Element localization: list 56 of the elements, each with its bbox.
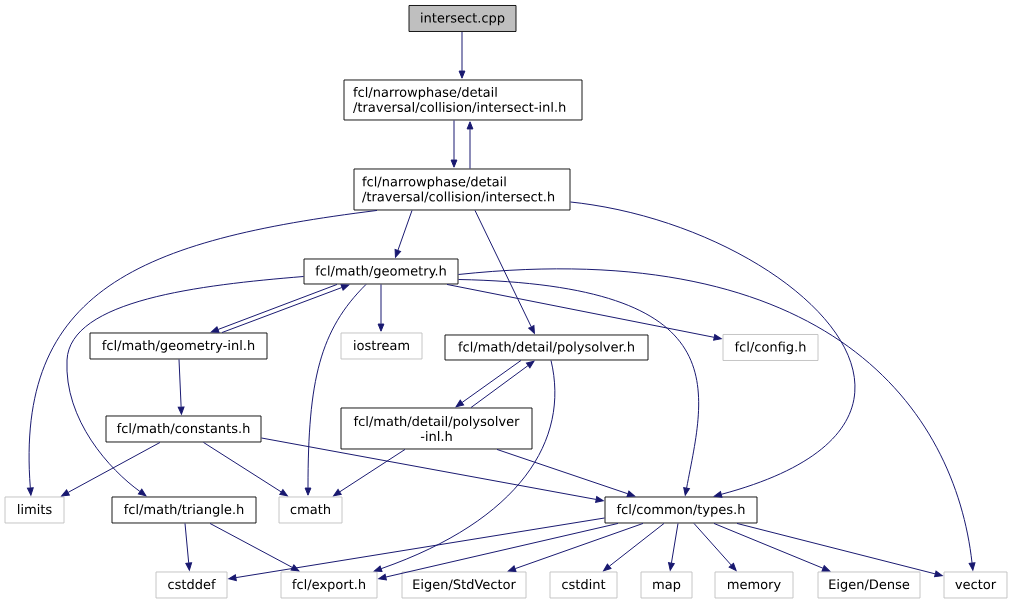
- arrow: [603, 522, 665, 572]
- arrow: [377, 283, 385, 332]
- arrow: [394, 209, 413, 258]
- arrow: [713, 522, 831, 572]
- arrow: [446, 283, 722, 341]
- file-box: fcl/export.h: [280, 571, 378, 599]
- file-box: fcl/narrowphase/detail /traversal/collision/intersect.h: [353, 168, 571, 211]
- file-box: fcl/math/detail/polysolver.h: [444, 334, 649, 361]
- file-box: map: [640, 571, 693, 599]
- file-box: fcl/math/geometry-inl.h: [89, 332, 268, 360]
- file-box: Eigen/Dense: [817, 571, 921, 599]
- file-box: fcl/math/constants.h: [105, 415, 262, 443]
- arrow: [177, 358, 185, 415]
- file-box: intersect.cpp: [408, 5, 517, 32]
- file-box: fcl/narrowphase/detail /traversal/collision/intersect-inl.h: [343, 79, 583, 121]
- file-box: fcl/common/types.h: [604, 496, 758, 524]
- arrow: [304, 283, 367, 496]
- file-box: Eigen/StdVector: [401, 571, 527, 599]
- arrow: [496, 448, 636, 498]
- arrow: [668, 522, 679, 571]
- arrow: [203, 441, 288, 497]
- arrow: [458, 31, 466, 79]
- file-box: vector: [943, 571, 1008, 599]
- arrow: [450, 119, 458, 168]
- arrow: [260, 437, 604, 503]
- arrow: [466, 121, 474, 170]
- file-box: memory: [714, 571, 794, 599]
- file-box: cstdint: [549, 571, 618, 599]
- arrow: [378, 522, 619, 581]
- file-box: cmath: [278, 496, 343, 524]
- arrow: [221, 284, 350, 334]
- arrow: [569, 201, 856, 498]
- arrow: [228, 517, 606, 581]
- file-box: fcl/config.h: [722, 334, 819, 361]
- arrow: [457, 279, 699, 496]
- arrow: [470, 360, 535, 409]
- arrow: [209, 522, 300, 572]
- arrow: [455, 359, 522, 408]
- arrow: [474, 209, 535, 334]
- file-box: iostream: [340, 332, 423, 360]
- arrow: [693, 522, 737, 571]
- arrow: [184, 522, 193, 571]
- arrow: [210, 283, 338, 333]
- arrow: [457, 268, 976, 571]
- arrow: [66, 276, 305, 497]
- arrow: [507, 522, 644, 572]
- arrow: [736, 522, 943, 578]
- arrow: [61, 441, 161, 497]
- file-box: fcl/math/detail/polysolver -inl.h: [340, 407, 533, 450]
- arrow: [333, 448, 406, 497]
- file-box: fcl/math/geometry.h: [303, 258, 459, 285]
- file-box: limits: [4, 496, 65, 524]
- arrow: [26, 209, 378, 496]
- file-box: cstddef: [155, 571, 228, 599]
- file-box: fcl/math/triangle.h: [111, 496, 257, 524]
- arrow: [373, 359, 556, 572]
